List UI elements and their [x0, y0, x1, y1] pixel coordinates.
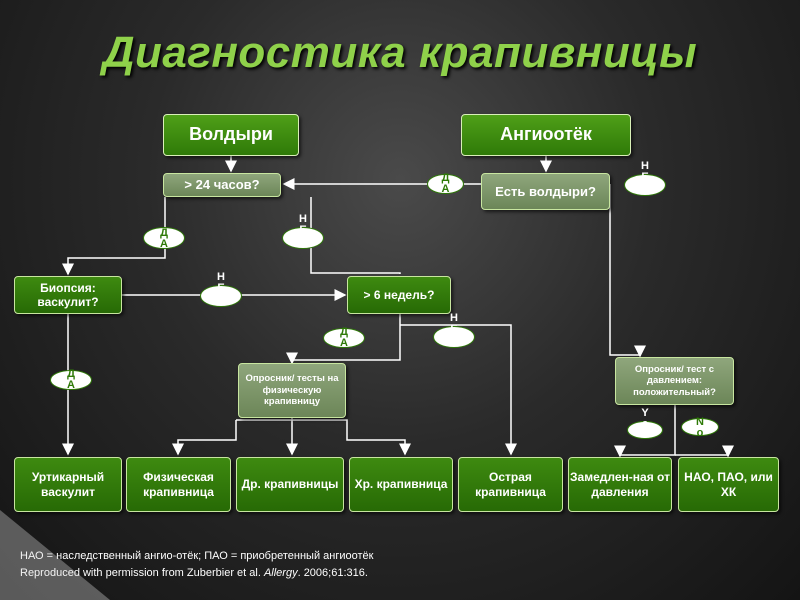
arrow-pressure-yes: [614, 405, 676, 458]
page-curl-decoration: [0, 510, 110, 600]
line-haswheals-no: [609, 184, 640, 356]
arrow-tests-physical: [172, 420, 237, 456]
box-other-urticaria: Др. крапивницы: [236, 457, 344, 512]
line-24h-no: [310, 197, 401, 274]
footer-abbreviations: НАО = наследственный ангио-отёк; ПАО = п…: [20, 550, 374, 562]
box-wheals: Волдыри: [163, 114, 299, 156]
box-physical-tests: Опросник/ тесты на физическую крапивницу: [238, 363, 346, 418]
box-delayed-pressure: Замедлен-ная от давления: [568, 457, 672, 512]
footer-citation: Reproduced with permission from Zuberbie…: [20, 567, 368, 579]
box-physical-urticaria: Физическая крапивница: [126, 457, 231, 512]
arrow-tests-chronic: [236, 419, 411, 456]
box-over-24h: > 24 часов?: [163, 173, 281, 197]
arrow-6w-yes: [286, 314, 401, 365]
box-has-wheals: Есть волдыри?: [481, 173, 610, 210]
box-acute-urticaria: Острая крапивница: [458, 457, 563, 512]
box-pressure-test: Опросник/ тест с давлением: положительны…: [615, 357, 734, 405]
box-urticarial-vasculitis: Уртикарный васкулит: [14, 457, 122, 512]
box-biopsy: Биопсия: васкулит?: [14, 276, 122, 314]
box-angioedema: Ангиоотёк: [461, 114, 631, 156]
box-chronic-urticaria: Хр. крапивница: [349, 457, 453, 512]
arrow-6w-no: [400, 324, 517, 456]
box-over-6w: > 6 недель?: [347, 276, 451, 314]
page-title: Диагностика крапивницы: [102, 28, 698, 77]
box-hae-aae: НАО, ПАО, или ХК: [678, 457, 779, 512]
